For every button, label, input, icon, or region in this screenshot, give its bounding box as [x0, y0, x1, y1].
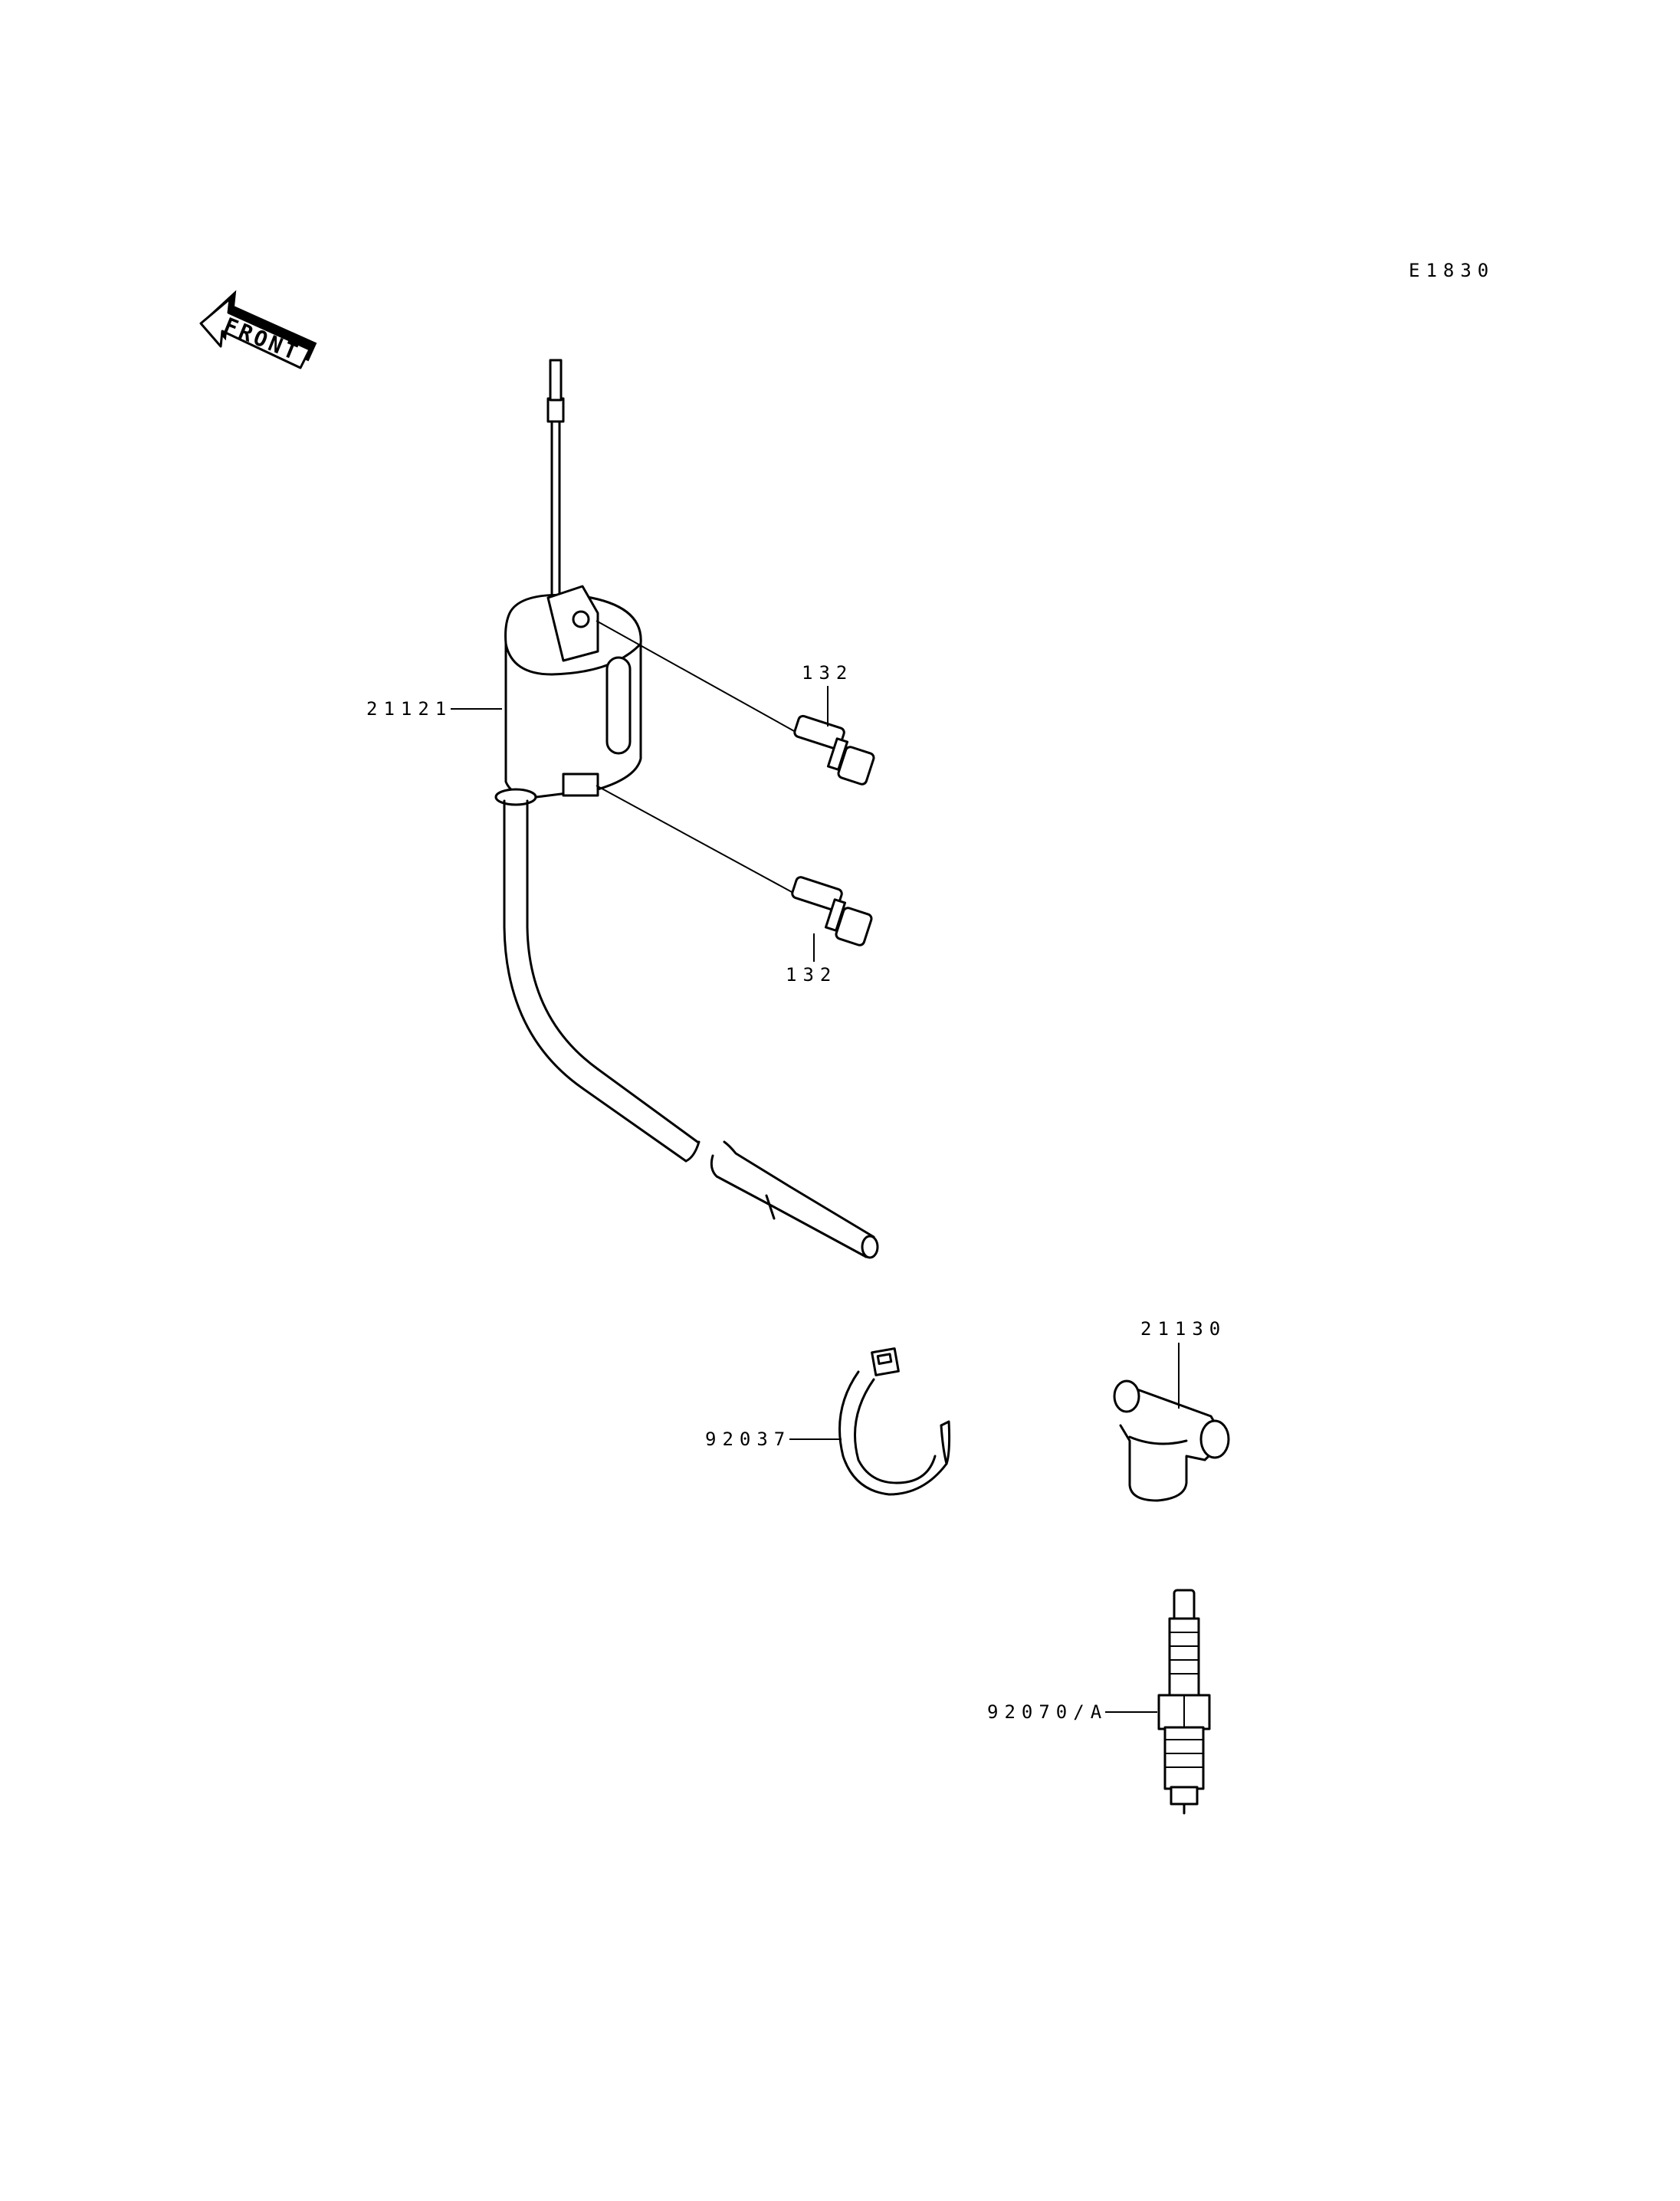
bolt-upper-drawing [793, 714, 875, 786]
diagram-code: E1830 [1409, 260, 1495, 281]
ignition-coil-drawing [494, 359, 879, 1259]
part-label-21130: 21130 [1140, 1318, 1226, 1340]
part-label-92037: 92037 [705, 1429, 791, 1450]
bolt-lower-drawing [791, 876, 873, 946]
part-label-132-upper: 132 [802, 662, 853, 684]
spark-plug-drawing [1157, 1589, 1211, 1815]
part-label-132-lower: 132 [786, 964, 837, 986]
cable-tie-drawing [838, 1347, 951, 1496]
part-label-92070-a: 92070/A [987, 1701, 1107, 1723]
plug-cap-drawing [1113, 1379, 1230, 1502]
front-arrow-icon: FRONT [199, 290, 317, 369]
part-label-21121: 21121 [366, 698, 452, 720]
